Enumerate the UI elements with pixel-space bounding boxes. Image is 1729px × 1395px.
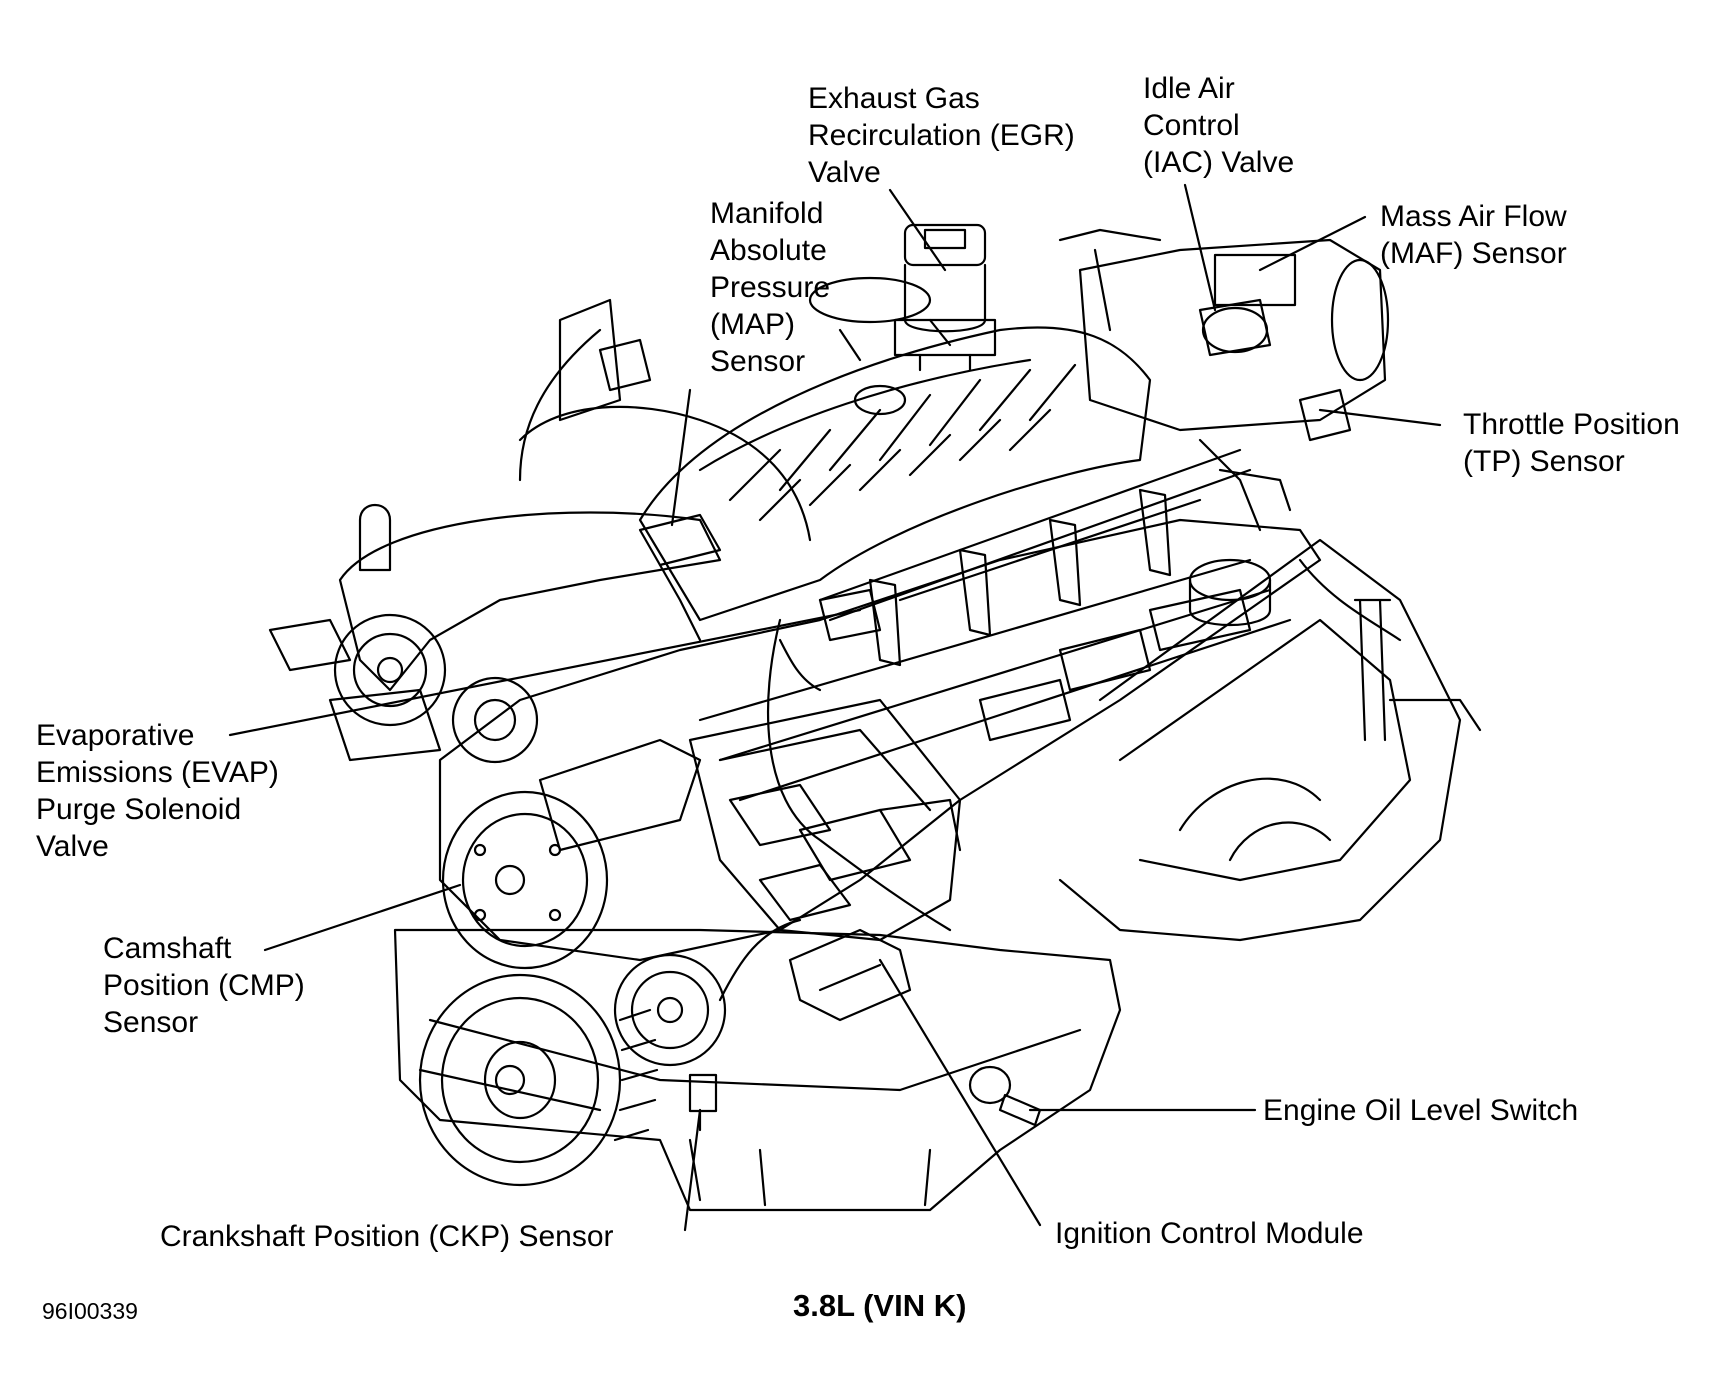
label-map-sensor: Manifold Absolute Pressure (MAP) Sensor [710,195,830,380]
leader-lines [228,183,1442,1232]
label-evap-valve: Evaporative Emissions (EVAP) Purge Solen… [36,717,279,865]
label-line: Engine Oil Level Switch [1263,1094,1579,1127]
label-cmp-sensor: Camshaft Position (CMP) Sensor [103,930,305,1041]
label-line: Ignition Control Module [1055,1217,1364,1250]
label-ckp-sensor: Crankshaft Position (CKP) Sensor [160,1218,614,1255]
egr-valve-drawing [893,223,997,372]
engine-block [438,518,1322,962]
intake-plenum [638,276,1152,622]
label-line: Sensor [710,345,806,378]
label-line: Throttle Position [1463,408,1680,441]
evap-valve-drawing [778,588,882,692]
dipstick-tube [1353,598,1392,742]
label-iac-valve: Idle Air Control (IAC) Valve [1143,70,1294,181]
label-line: Recirculation (EGR) [808,119,1075,152]
label-line: Sensor [103,1006,199,1039]
oil-level-switch-drawing [968,1065,1042,1127]
label-line: Exhaust Gas [808,82,980,115]
label-line: Valve [36,830,109,863]
tensioner-pulley [613,953,727,1067]
label-line: Control [1143,109,1240,142]
label-tp-sensor: Throttle Position (TP) Sensor [1463,406,1680,480]
accessory-bracket [268,504,722,762]
label-line: (IAC) Valve [1143,146,1295,179]
label-line: (MAP) [710,308,795,341]
idler-pulley-upper [333,613,447,727]
oil-pan [393,928,1122,1212]
label-line: Pressure [710,271,831,304]
figure-id: 96I00339 [42,1298,138,1324]
fuel-rail [818,448,1252,667]
label-line: Valve [808,156,881,189]
label-line: Mass Air Flow [1380,200,1567,233]
label-line: Crankshaft Position (CKP) Sensor [160,1220,614,1253]
label-ignition-control-module: Ignition Control Module [1055,1215,1364,1252]
label-oil-level-switch: Engine Oil Level Switch [1263,1092,1578,1129]
map-sensor-drawing [558,298,722,642]
water-pump-pulley [441,790,609,970]
label-egr-valve: Exhaust Gas Recirculation (EGR) Valve [808,80,1075,191]
label-line: Camshaft [103,932,232,965]
throttle-body-drawing [1058,228,1390,532]
figure-caption: 3.8L (VIN K) [793,1288,967,1323]
label-line: (TP) Sensor [1463,445,1625,478]
label-line: Position (CMP) [103,969,305,1002]
oil-filler-cap [1188,558,1272,626]
label-maf-sensor: Mass Air Flow (MAF) Sensor [1380,198,1567,272]
icm-drawing [788,928,912,1022]
exhaust-manifold [1058,538,1482,942]
label-line: Manifold [710,197,824,230]
idler-pulley-small [451,676,539,764]
label-line: Purge Solenoid [36,793,242,826]
label-line: Idle Air [1143,72,1235,105]
valve-cover [688,698,962,942]
wiring-harness [518,328,952,1002]
label-line: Absolute [710,234,827,267]
label-line: Evaporative [36,719,195,752]
label-line: (MAF) Sensor [1380,237,1567,270]
label-line: Emissions (EVAP) [36,756,279,789]
crankshaft-pulley [418,973,659,1187]
